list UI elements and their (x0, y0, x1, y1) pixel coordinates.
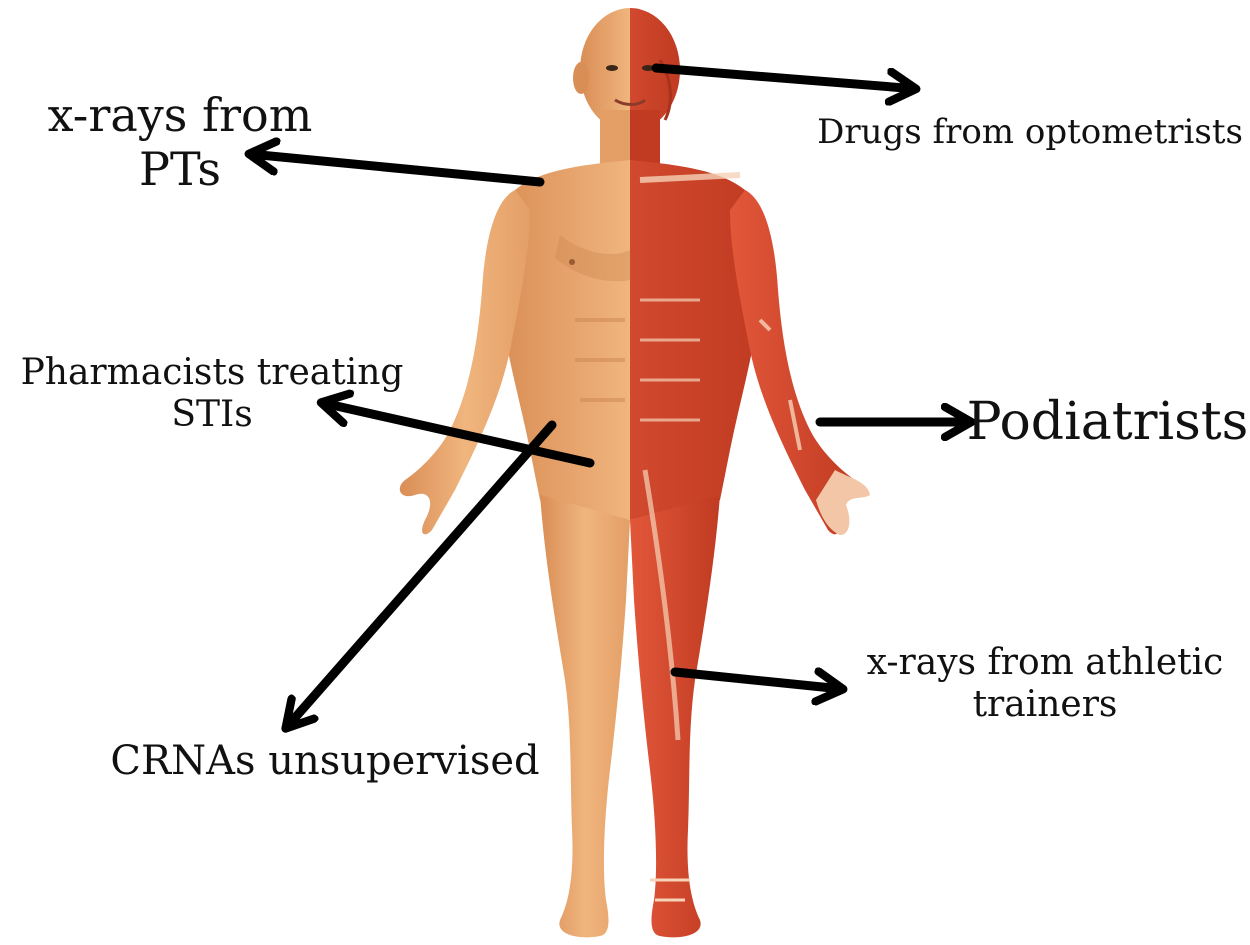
label-line: PTs (20, 142, 340, 196)
arrow-athletic-trainers (675, 672, 832, 688)
label-xrays-from-pts: x-rays from PTs (20, 88, 340, 197)
arrow-optometrists (656, 68, 905, 88)
label-crnas-unsupervised: CRNAs unsupervised (100, 738, 550, 785)
label-line: x-rays from athletic (845, 642, 1245, 684)
label-line: Pharmacists treating (8, 352, 416, 394)
label-line: CRNAs unsupervised (100, 738, 550, 785)
label-line: x-rays from (20, 88, 340, 142)
label-line: STIs (8, 394, 416, 436)
label-drugs-from-optometrists: Drugs from optometrists (810, 112, 1250, 152)
label-xrays-from-athletic-trainers: x-rays from athletic trainers (845, 642, 1245, 727)
label-line: trainers (845, 684, 1245, 726)
label-pharmacists-treating-stis: Pharmacists treating STIs (8, 352, 416, 437)
label-line: Podiatrists (965, 392, 1250, 453)
label-line: Drugs from optometrists (810, 112, 1250, 152)
label-podiatrists: Podiatrists (965, 392, 1250, 453)
